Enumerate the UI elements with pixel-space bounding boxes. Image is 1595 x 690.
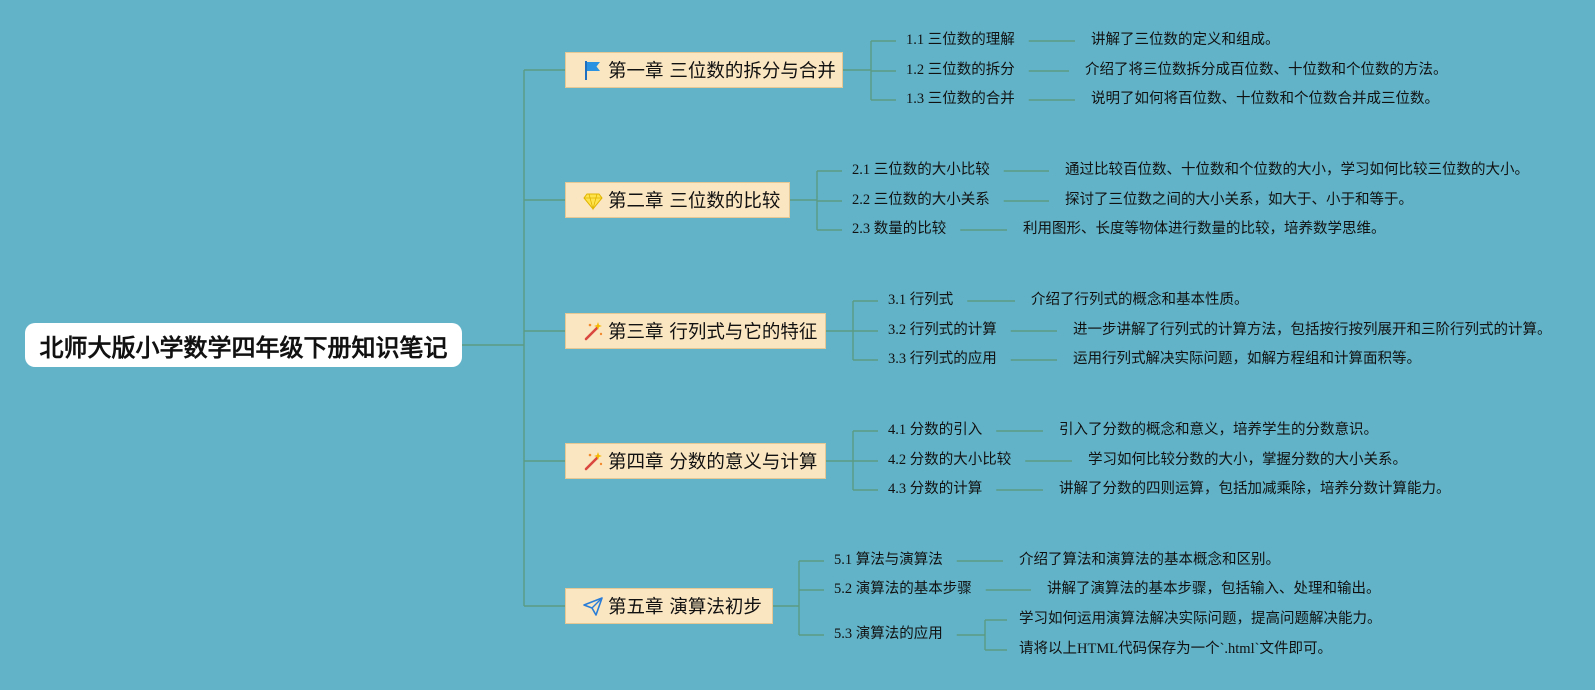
chapter-node-4[interactable]: 第四章 分数的意义与计算 (565, 443, 826, 479)
section-note: 介绍了将三位数拆分成百位数、十位数和个位数的方法。 (1085, 62, 1448, 78)
flag-icon (582, 59, 604, 81)
chapter-node-5[interactable]: 第五章 演算法初步 (565, 588, 773, 624)
section-note: 请将以上HTML代码保存为一个`.html`文件即可。 (1019, 641, 1332, 657)
section-label[interactable]: 5.2 演算法的基本步骤 (834, 581, 972, 597)
section-label[interactable]: 2.3 数量的比较 (852, 221, 947, 237)
section-label[interactable]: 5.1 算法与演算法 (834, 552, 943, 568)
paper-plane-icon (582, 595, 604, 617)
diamond-icon (582, 189, 604, 211)
section-note: 讲解了分数的四则运算，包括加减乘除，培养分数计算能力。 (1059, 481, 1451, 497)
root-topic[interactable]: 北师大版小学数学四年级下册知识笔记 (25, 323, 462, 367)
chapter-node-3[interactable]: 第三章 行列式与它的特征 (565, 313, 826, 349)
chapter-title: 第二章 三位数的比较 (608, 191, 781, 212)
section-label[interactable]: 3.3 行列式的应用 (888, 351, 997, 367)
section-label[interactable]: 1.2 三位数的拆分 (906, 62, 1015, 78)
section-label[interactable]: 1.1 三位数的理解 (906, 32, 1015, 48)
section-note: 进一步讲解了行列式的计算方法，包括按行按列展开和三阶行列式的计算。 (1073, 322, 1552, 338)
section-label[interactable]: 5.3 演算法的应用 (834, 626, 943, 642)
section-label[interactable]: 4.1 分数的引入 (888, 422, 983, 438)
section-note: 引入了分数的概念和意义，培养学生的分数意识。 (1059, 422, 1378, 438)
section-note: 讲解了三位数的定义和组成。 (1091, 32, 1280, 48)
chapter-title: 第一章 三位数的拆分与合并 (608, 61, 836, 82)
section-note: 运用行列式解决实际问题，如解方程组和计算面积等。 (1073, 351, 1421, 367)
section-note: 说明了如何将百位数、十位数和个位数合并成三位数。 (1091, 91, 1439, 107)
chapter-title: 第三章 行列式与它的特征 (608, 322, 818, 343)
chapter-node-2[interactable]: 第二章 三位数的比较 (565, 182, 790, 218)
section-note: 学习如何运用演算法解决实际问题，提高问题解决能力。 (1019, 611, 1382, 627)
section-note: 学习如何比较分数的大小，掌握分数的大小关系。 (1088, 452, 1407, 468)
chapter-node-1[interactable]: 第一章 三位数的拆分与合并 (565, 52, 843, 88)
section-label[interactable]: 2.2 三位数的大小关系 (852, 192, 990, 208)
section-label[interactable]: 2.1 三位数的大小比较 (852, 162, 990, 178)
chapter-title: 第四章 分数的意义与计算 (608, 452, 818, 473)
magic-wand-icon (582, 320, 604, 342)
section-note: 利用图形、长度等物体进行数量的比较，培养数学思维。 (1023, 221, 1386, 237)
section-label[interactable]: 1.3 三位数的合并 (906, 91, 1015, 107)
connector-path (462, 40, 1075, 651)
section-label[interactable]: 4.2 分数的大小比较 (888, 452, 1012, 468)
section-label[interactable]: 3.2 行列式的计算 (888, 322, 997, 338)
magic-wand-icon (582, 450, 604, 472)
section-label[interactable]: 4.3 分数的计算 (888, 481, 983, 497)
section-note: 介绍了算法和演算法的基本概念和区别。 (1019, 552, 1280, 568)
section-note: 探讨了三位数之间的大小关系，如大于、小于和等于。 (1065, 192, 1413, 208)
section-note: 通过比较百位数、十位数和个位数的大小，学习如何比较三位数的大小。 (1065, 162, 1529, 178)
chapter-title: 第五章 演算法初步 (608, 597, 762, 618)
section-note: 讲解了演算法的基本步骤，包括输入、处理和输出。 (1047, 581, 1381, 597)
section-label[interactable]: 3.1 行列式 (888, 292, 954, 308)
section-note: 介绍了行列式的概念和基本性质。 (1031, 292, 1249, 308)
